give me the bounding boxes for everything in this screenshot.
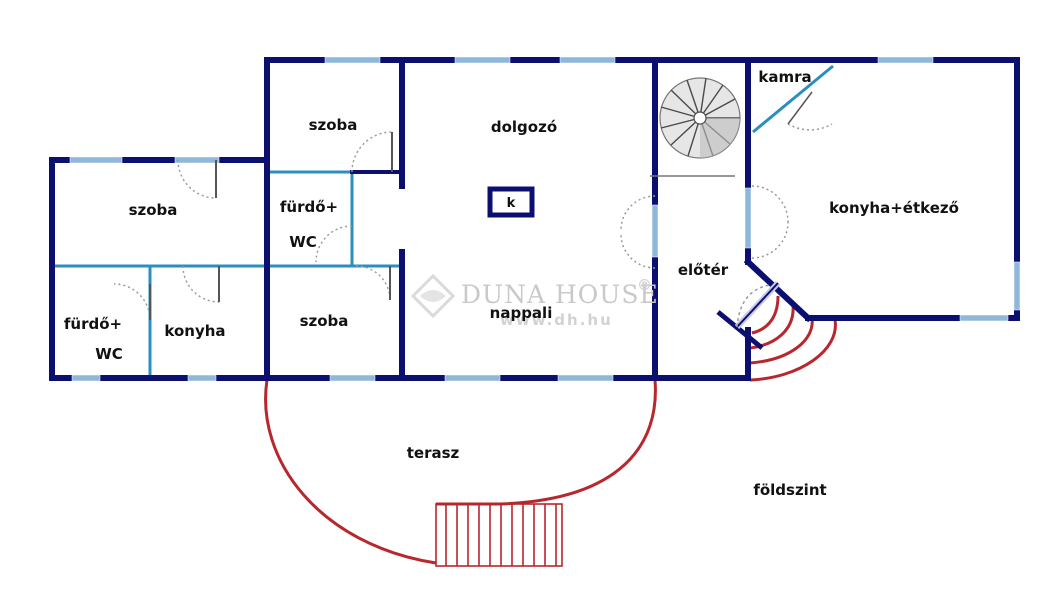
stove-block: k <box>487 186 535 218</box>
room-label-furdo-mid: fürdő+ <box>280 198 338 216</box>
room-label-wc-mid: WC <box>289 233 317 251</box>
room-label-eloter: előtér <box>678 261 729 279</box>
room-label-furdo-left: fürdő+ <box>64 315 122 333</box>
room-label-dolgozo: dolgozó <box>491 118 557 136</box>
stove-label: k <box>507 196 516 211</box>
room-labels: szoba dolgozó kamra szoba fürdő+ WC kony… <box>64 68 959 499</box>
room-label-szoba-top: szoba <box>309 116 358 134</box>
floor-level-label: földszint <box>753 481 826 499</box>
entrance-door <box>716 280 781 350</box>
watermark-brand: DUNA HOUSE <box>461 280 659 309</box>
terrace-stairs <box>435 503 563 567</box>
terrace-outline <box>264 379 657 565</box>
room-label-konyha-etkezo: konyha+étkező <box>829 199 959 217</box>
room-label-szoba-left: szoba <box>129 201 178 219</box>
watermark-registered: ® <box>637 276 654 294</box>
partitions <box>52 64 834 378</box>
room-label-wc-left: WC <box>95 345 123 363</box>
door-swings <box>113 91 833 321</box>
room-label-konyha: konyha <box>164 322 225 340</box>
watermark: DUNA HOUSE ® www.dh.hu <box>410 273 659 329</box>
spiral-staircase <box>650 77 741 177</box>
room-label-szoba-bottom: szoba <box>300 312 349 330</box>
duna-house-logo-icon <box>410 273 456 319</box>
room-label-nappali: nappali <box>490 304 553 322</box>
room-label-kamra: kamra <box>758 68 811 86</box>
entry-steps <box>749 295 837 382</box>
room-label-terasz: terasz <box>407 444 460 462</box>
windows <box>69 56 1021 382</box>
watermark-url: www.dh.hu <box>500 311 613 329</box>
